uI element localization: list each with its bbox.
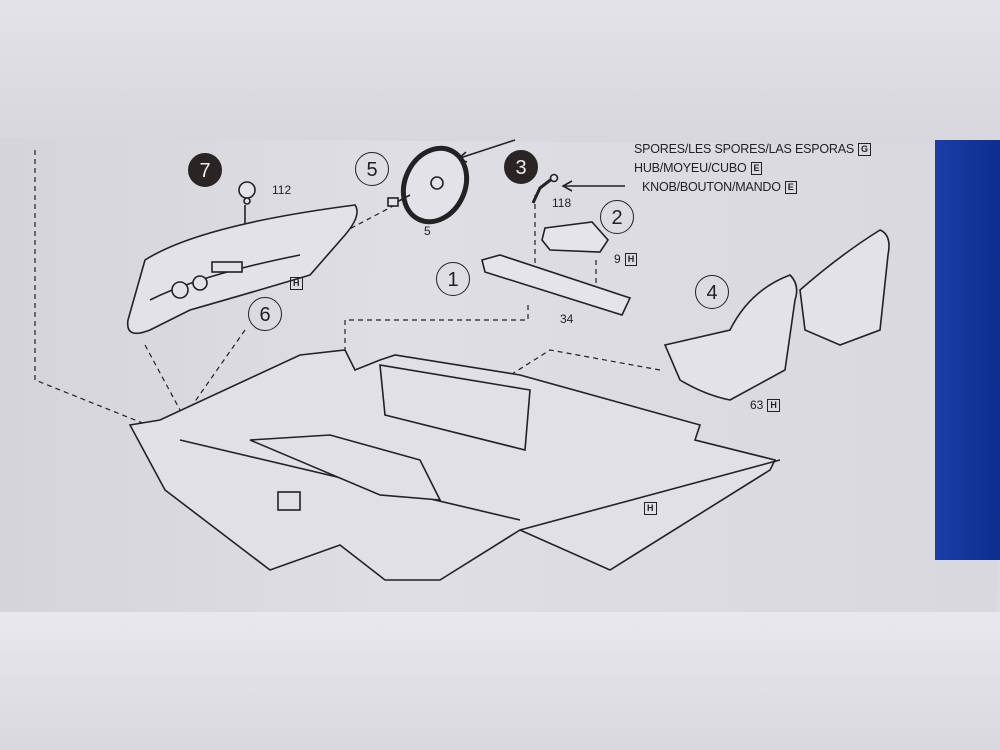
step-5: 5: [355, 152, 389, 186]
lower-sheet: [0, 612, 1000, 750]
step-4: 4: [695, 275, 729, 309]
armrest-part: [541, 221, 610, 253]
steering-wheel-part: [387, 145, 470, 225]
part-number-gauge: 112: [272, 183, 292, 197]
code-badge: H: [644, 502, 657, 515]
code-badge: E: [784, 181, 797, 194]
part-number-knob: 118: [552, 196, 572, 210]
dashboard-part: [126, 204, 358, 335]
code-badge: E: [750, 162, 763, 175]
part-number: 9: [614, 252, 621, 266]
step-1: 1: [436, 262, 470, 296]
knob-part: [531, 176, 554, 204]
arrow-knob: [561, 180, 625, 192]
part-number-wheel: 5: [424, 224, 431, 238]
step-3: 3: [504, 150, 538, 184]
console-part: [481, 254, 632, 316]
part-number-console: 34: [560, 312, 574, 326]
step-2: 2: [600, 200, 634, 234]
blue-backing: [935, 140, 1000, 560]
step-6: 6: [248, 297, 282, 331]
callout-text: HUB/MOYEU/CUBO: [634, 161, 747, 175]
code-badge: H: [767, 399, 780, 412]
code-badge: H: [290, 277, 303, 290]
seats-part: [663, 229, 890, 401]
part-number: 63: [750, 398, 764, 412]
background-wall: [0, 0, 1000, 150]
gauge-part: [238, 181, 256, 205]
code-badge: G: [857, 143, 871, 156]
callout-text: KNOB/BOUTON/MANDO: [642, 180, 781, 194]
floor-code: H: [640, 501, 657, 515]
dash-code: H: [286, 276, 303, 290]
step-7: 7: [188, 153, 222, 187]
code-badge: H: [624, 253, 638, 266]
knob-ball: [549, 173, 559, 183]
interior-tub-part: [128, 349, 781, 581]
callout-text: SPORES/LES SPORES/LAS ESPORAS: [634, 142, 854, 156]
